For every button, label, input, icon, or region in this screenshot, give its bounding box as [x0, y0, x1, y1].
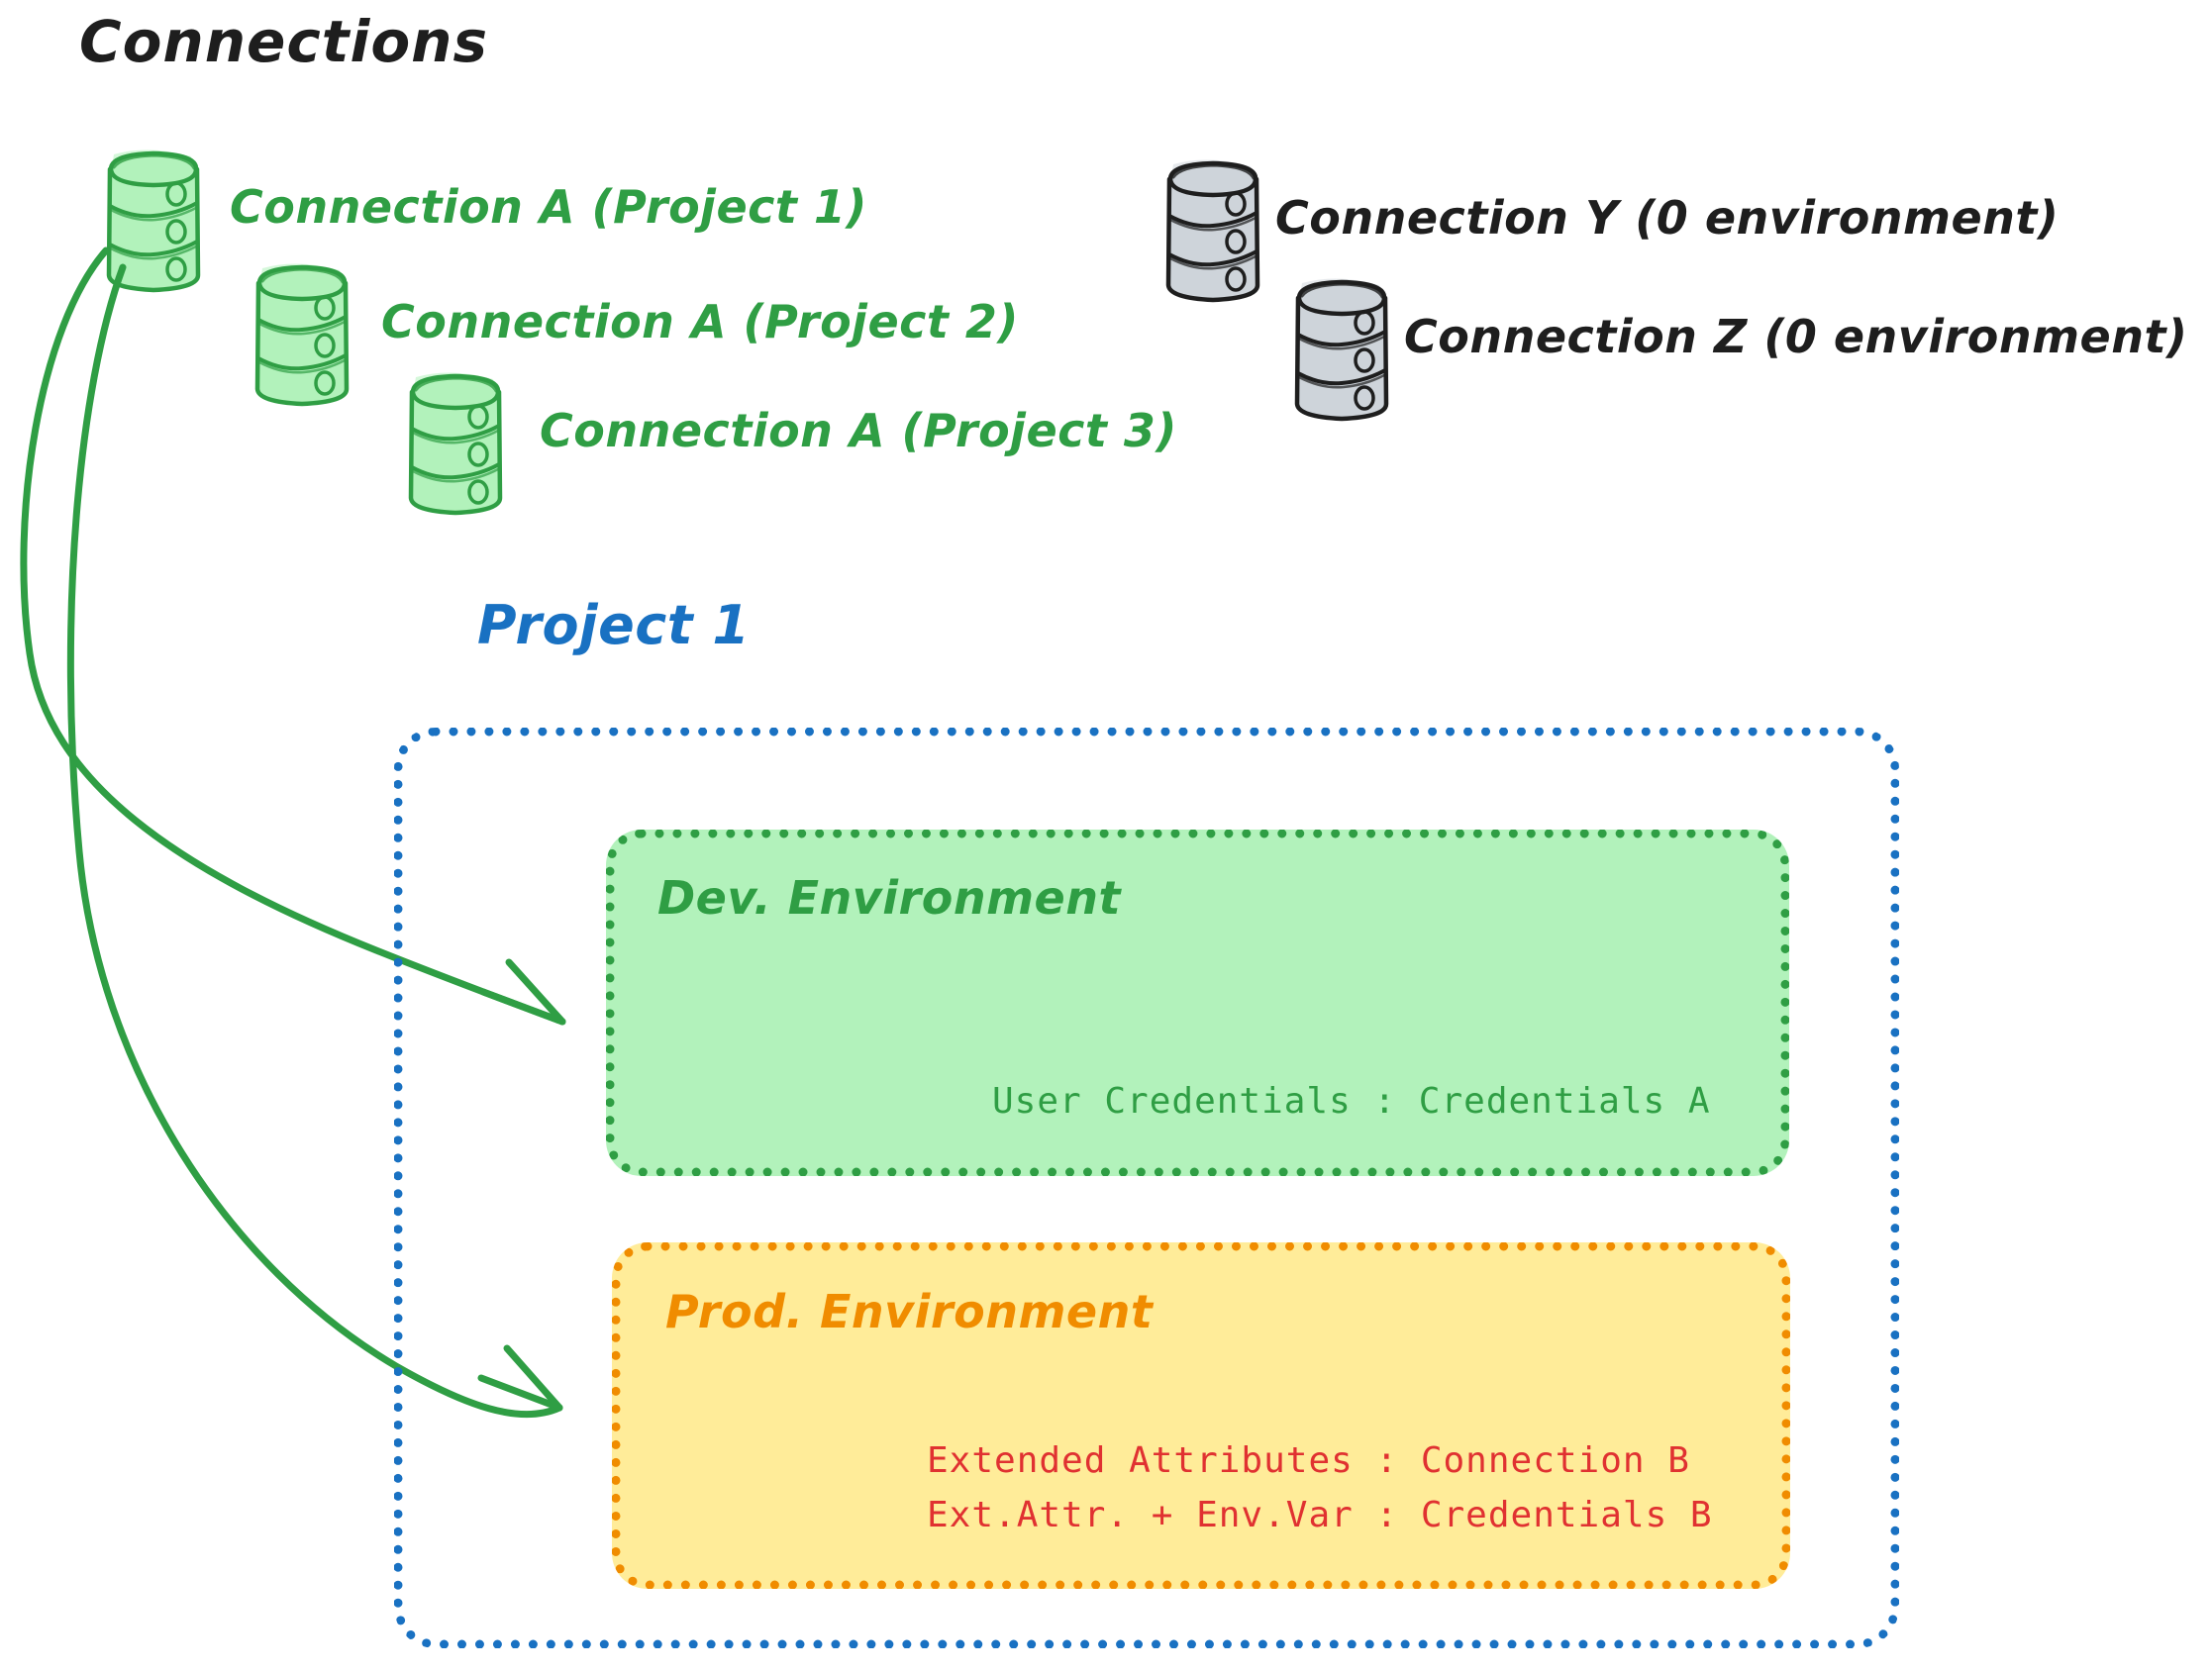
project-1-container[interactable] [394, 728, 1899, 1648]
arrow-connection-a-to-dev-environment [20, 246, 566, 1026]
arrow-connection-a-to-prod-environment [66, 263, 563, 1419]
prod-environment-box[interactable] [612, 1242, 1790, 1589]
dev-environment-box[interactable] [606, 830, 1789, 1176]
